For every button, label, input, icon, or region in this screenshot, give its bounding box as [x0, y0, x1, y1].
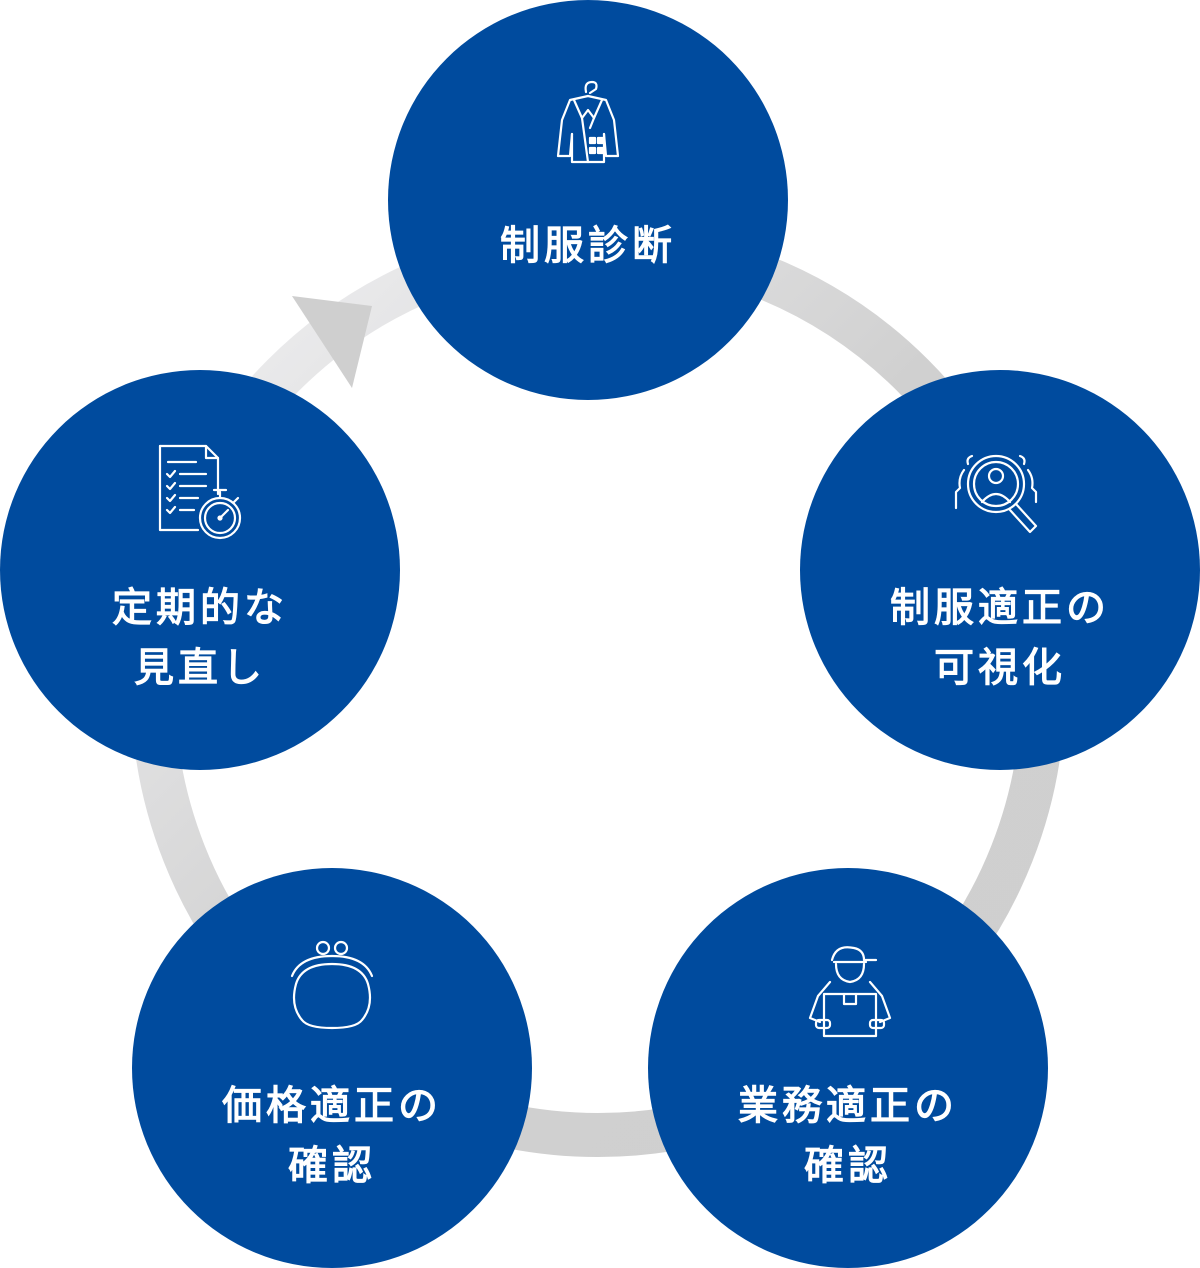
delivery-worker-box-icon [783, 938, 913, 1048]
coin-purse-icon [267, 938, 397, 1048]
step-label: 価格適正の 確認 [222, 1076, 442, 1196]
jacket-on-hanger-icon [523, 70, 653, 180]
checklist-stopwatch-icon [135, 440, 265, 550]
step-label-line: 定期的な [112, 585, 288, 631]
step-label: 制服適正の 可視化 [890, 578, 1110, 698]
step-label-line: 確認 [288, 1143, 376, 1189]
step-visualization: 制服適正の 可視化 [800, 370, 1200, 770]
step-label-line: 見直し [134, 645, 266, 691]
step-label-line: 業務適正の [738, 1083, 958, 1129]
step-price-check: 価格適正の 確認 [132, 868, 532, 1268]
step-diagnosis: 制服診断 [388, 0, 788, 400]
step-label-line: 可視化 [934, 645, 1066, 691]
step-label-line: 制服診断 [500, 223, 676, 269]
step-label-line: 制服適正の [890, 585, 1110, 631]
magnifier-person-icon [935, 440, 1065, 550]
step-label: 制服診断 [500, 216, 676, 276]
step-business-check: 業務適正の 確認 [648, 868, 1048, 1268]
step-label: 定期的な 見直し [112, 578, 288, 698]
cycle-arrow-head [292, 296, 372, 388]
step-label: 業務適正の 確認 [738, 1076, 958, 1196]
step-periodic-review: 定期的な 見直し [0, 370, 400, 770]
step-label-line: 価格適正の [222, 1083, 442, 1129]
step-label-line: 確認 [804, 1143, 892, 1189]
